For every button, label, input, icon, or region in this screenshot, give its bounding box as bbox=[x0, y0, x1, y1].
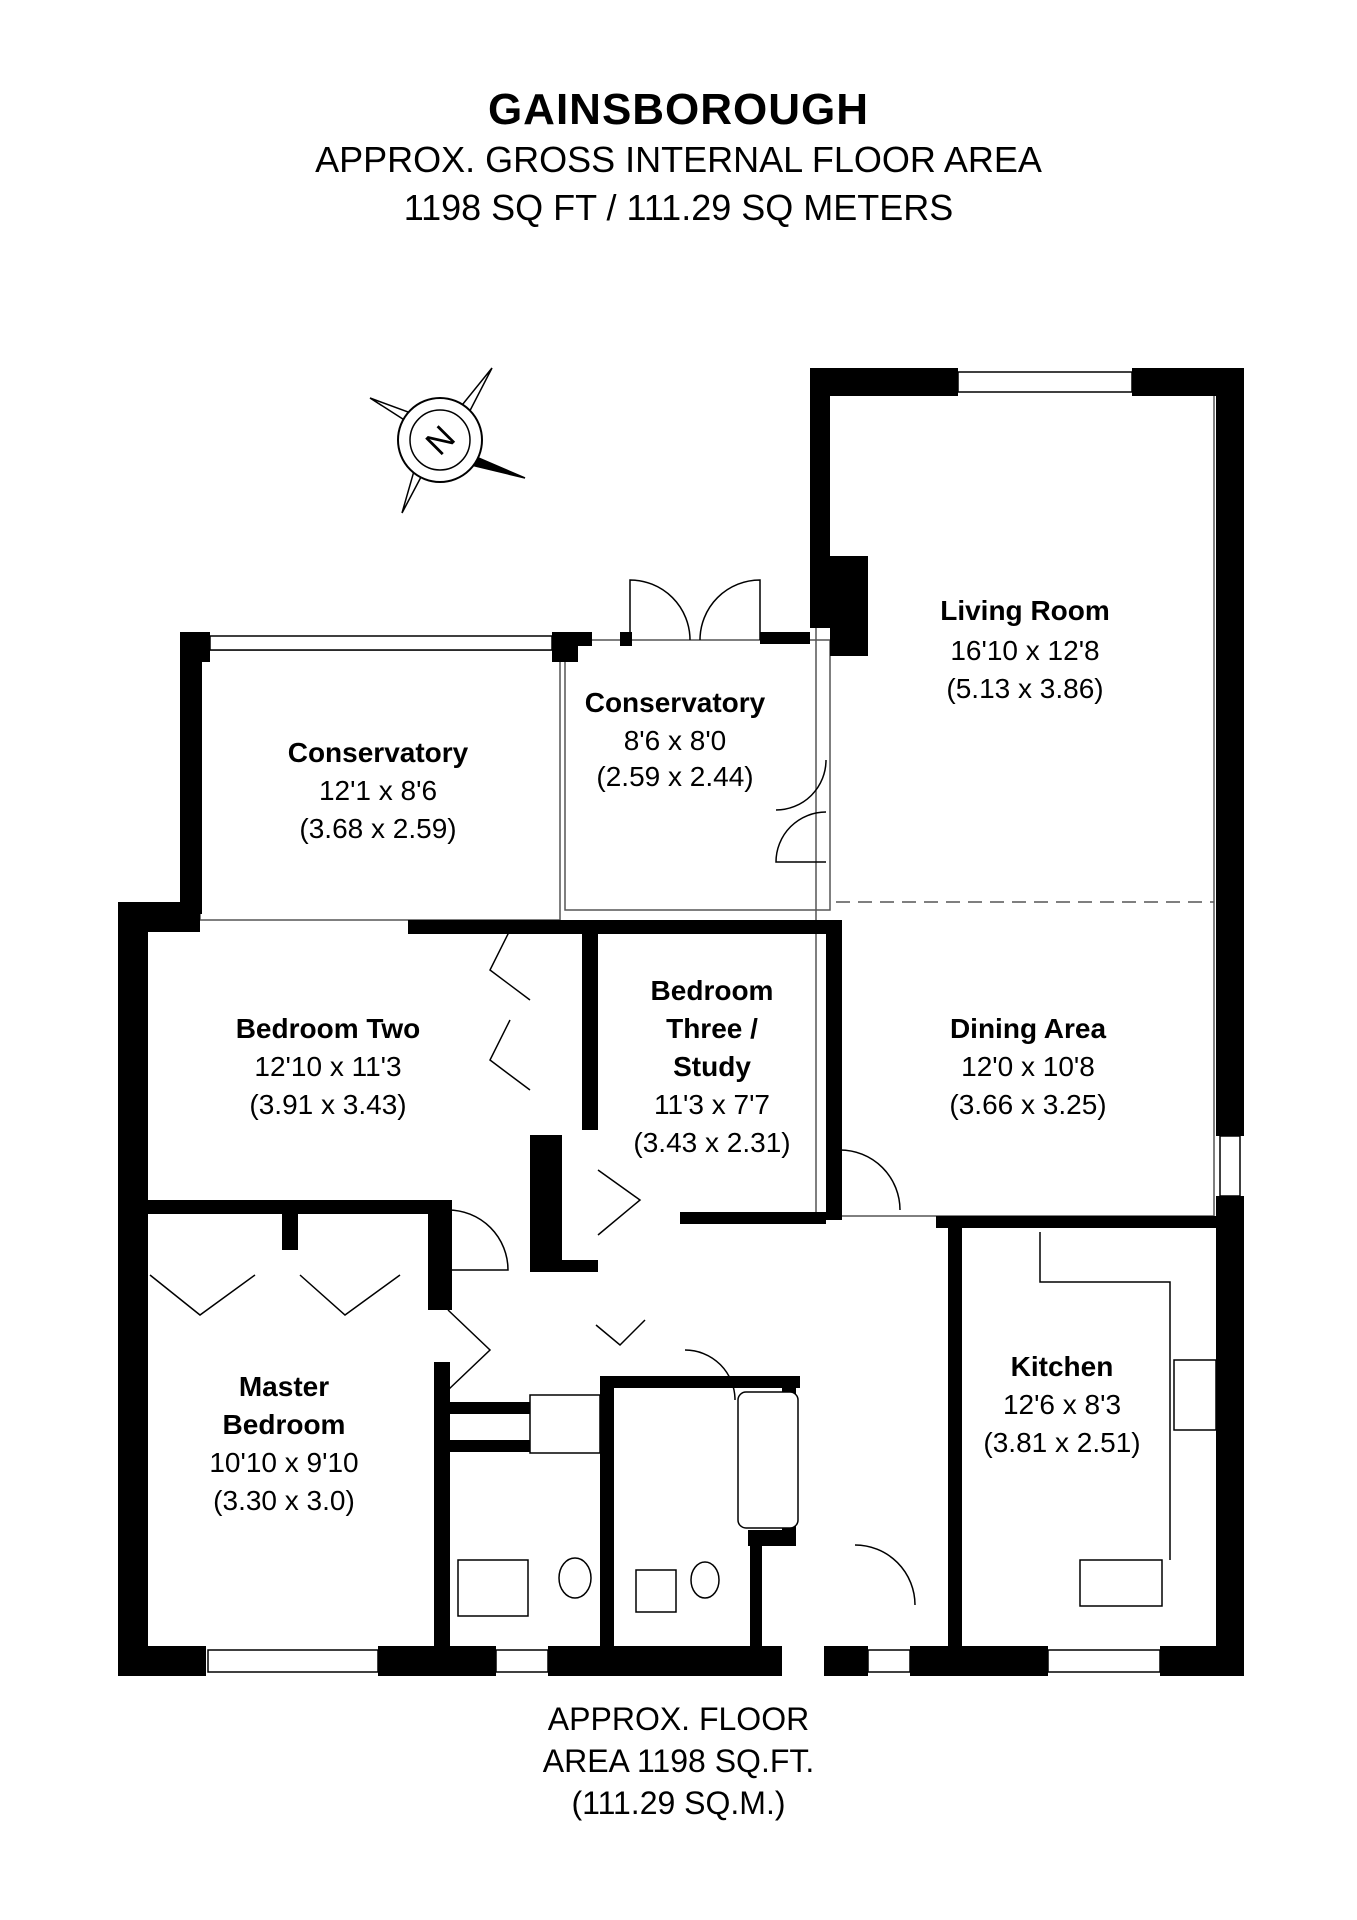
kitchen-metric: (3.81 x 2.51) bbox=[983, 1427, 1140, 1458]
bedroom-two-imperial: 12'10 x 11'3 bbox=[254, 1051, 401, 1082]
kitchen-sink bbox=[1079, 1559, 1163, 1607]
bedroom-three-name-line1: Bedroom bbox=[651, 975, 774, 1006]
dining-area-name: Dining Area bbox=[950, 1013, 1107, 1044]
dining-area-imperial: 12'0 x 10'8 bbox=[961, 1051, 1095, 1082]
conservatory-large-name: Conservatory bbox=[288, 737, 469, 768]
bedroom-two-metric: (3.91 x 3.43) bbox=[249, 1089, 406, 1120]
living-room-metric: (5.13 x 3.86) bbox=[946, 673, 1103, 704]
toilet bbox=[558, 1557, 592, 1599]
living-room-name: Living Room bbox=[940, 595, 1110, 626]
windows bbox=[207, 371, 1241, 1673]
wash-basin bbox=[457, 1559, 529, 1617]
bathtub bbox=[737, 1391, 799, 1529]
walls bbox=[118, 368, 1244, 1676]
room-labels: Living Room 16'10 x 12'8 (5.13 x 3.86) C… bbox=[209, 595, 1140, 1516]
area-subtitle-line1: APPROX. GROSS INTERNAL FLOOR AREA bbox=[315, 139, 1042, 180]
bedroom-three-name-line2: Three / bbox=[666, 1013, 758, 1044]
master-bedroom-imperial: 10'10 x 9'10 bbox=[209, 1447, 358, 1478]
plan-title: GAINSBOROUGH bbox=[487, 85, 870, 134]
shower-tray bbox=[529, 1394, 601, 1454]
conservatory-large-metric: (3.68 x 2.59) bbox=[299, 813, 456, 844]
hob bbox=[1173, 1359, 1217, 1431]
doors bbox=[149, 579, 916, 1606]
plan-footer: APPROX. FLOOR AREA 1198 SQ.FT. (111.29 S… bbox=[0, 1698, 1357, 1824]
footer-line2: AREA 1198 SQ.FT. bbox=[542, 1743, 815, 1779]
bedroom-three-name-line3: Study bbox=[673, 1051, 751, 1082]
bedroom-two-name: Bedroom Two bbox=[236, 1013, 421, 1044]
fixtures bbox=[457, 1232, 1217, 1617]
master-bedroom-name-line1: Master bbox=[239, 1371, 329, 1402]
kitchen-imperial: 12'6 x 8'3 bbox=[1003, 1389, 1121, 1420]
conservatory-small-name: Conservatory bbox=[585, 687, 766, 718]
conservatory-large-imperial: 12'1 x 8'6 bbox=[319, 775, 437, 806]
kitchen-name: Kitchen bbox=[1011, 1351, 1114, 1382]
master-bedroom-metric: (3.30 x 3.0) bbox=[213, 1485, 355, 1516]
compass-icon: N bbox=[369, 367, 526, 514]
conservatory-small-imperial: 8'6 x 8'0 bbox=[624, 725, 727, 756]
footer-line3: (111.29 SQ.M.) bbox=[571, 1785, 786, 1821]
toilet-2 bbox=[690, 1561, 720, 1599]
bedroom-three-imperial: 11'3 x 7'7 bbox=[654, 1089, 770, 1120]
living-room-imperial: 16'10 x 12'8 bbox=[950, 635, 1099, 666]
bedroom-three-metric: (3.43 x 2.31) bbox=[633, 1127, 790, 1158]
dining-area-metric: (3.66 x 3.25) bbox=[949, 1089, 1106, 1120]
conservatory-small-metric: (2.59 x 2.44) bbox=[596, 761, 753, 792]
master-bedroom-name-line2: Bedroom bbox=[223, 1409, 346, 1440]
wash-basin-2 bbox=[635, 1569, 677, 1613]
footer-line1: APPROX. FLOOR bbox=[547, 1701, 810, 1737]
plan-header: GAINSBOROUGH APPROX. GROSS INTERNAL FLOO… bbox=[0, 84, 1357, 232]
area-subtitle-line2: 1198 SQ FT / 111.29 SQ METERS bbox=[403, 187, 954, 228]
